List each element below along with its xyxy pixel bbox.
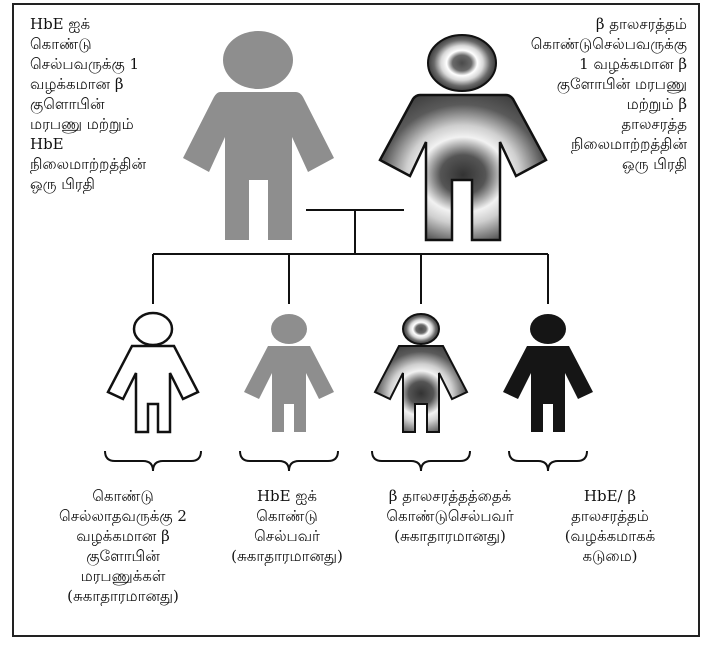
label-line: (வழக்கமாகக் — [564, 527, 656, 545]
label-line: (சுகாதாரமானது) — [231, 547, 343, 565]
parent-hbe-label: HbE ஐக் கொண்டு செல்பவருக்கு 1 வழக்கமான β… — [30, 14, 146, 194]
label-line: (சுகாதாரமானது) — [394, 527, 506, 545]
label-line: β தாலசரத்தத்தைக் — [388, 487, 512, 505]
pedigree-lines — [152, 209, 549, 304]
child-unaffected-head — [132, 311, 174, 347]
label-line: β தாலசரத்தம் — [595, 15, 687, 33]
label-line: கொண்டு — [256, 507, 318, 525]
label-line: குளோபின் மரபணு — [556, 75, 687, 93]
label-line: வழக்கமான β — [30, 75, 124, 93]
label-line: செல்பவர் — [254, 527, 320, 545]
brace-3 — [371, 450, 471, 472]
label-line: தாலசரத்தம் — [571, 507, 649, 525]
child-thal-body — [373, 345, 469, 433]
parent-hbe-body — [183, 92, 334, 240]
label-line: மரபணு மற்றும் — [30, 115, 134, 133]
brace-4 — [508, 450, 588, 472]
diagram-frame — [12, 3, 700, 637]
label-line: மற்றும் β — [626, 95, 687, 113]
label-line: வழக்கமான β — [76, 527, 170, 545]
parent-thal-label: β தாலசரத்தம் கொண்டுசெல்பவருக்கு 1 வழக்கம… — [531, 14, 687, 174]
label-line: கடுமை) — [582, 547, 638, 565]
child-affected-head — [530, 314, 566, 344]
label-line: HbE ஐக் — [256, 487, 318, 505]
label-line: மரபணுக்கள் — [80, 567, 166, 585]
label-line: செல்பவருக்கு 1 — [30, 55, 139, 73]
child-braces — [104, 450, 588, 472]
label-line: கொண்டுசெல்பவருக்கு — [530, 35, 687, 53]
parent-hbe-carrier-figure — [183, 31, 334, 240]
label-line: கொண்டு — [92, 487, 154, 505]
child-hbe-carrier-figure — [244, 314, 334, 432]
child-thal-head — [402, 313, 440, 345]
child-hbe-carrier-label: HbE ஐக் கொண்டு செல்பவர் (சுகாதாரமானது) — [212, 486, 362, 566]
label-line: HbE — [30, 135, 64, 153]
brace-1 — [104, 450, 202, 472]
brace-2 — [239, 450, 339, 472]
child-unaffected-body — [106, 344, 200, 434]
label-line: குளோபின் — [86, 547, 160, 565]
child-unaffected-figure — [106, 311, 200, 434]
child-thal-carrier-label: β தாலசரத்தத்தைக் கொண்டுசெல்பவர் (சுகாதார… — [350, 486, 550, 546]
label-line: HbE/ β — [583, 487, 637, 505]
label-line: ஒரு பிரதி — [30, 175, 95, 193]
label-line: நிலைமாற்றத்தின் — [30, 155, 147, 173]
child-affected-body — [503, 346, 593, 432]
label-line: HbE ஐக் — [30, 15, 91, 33]
label-line: நிலைமாற்றத்தின் — [570, 135, 687, 153]
label-line: தாலசரத்த — [621, 115, 687, 133]
parent-thal-head — [427, 34, 497, 92]
label-line: செல்லாதவருக்கு 2 — [59, 507, 187, 525]
label-line: கொண்டுசெல்பவர் — [386, 507, 514, 525]
child-hbe-head — [271, 314, 307, 344]
label-line: (சுகாதாரமானது) — [67, 587, 179, 605]
label-line: ஒரு பிரதி — [622, 155, 687, 173]
label-line: கொண்டு — [30, 35, 92, 53]
child-affected-figure — [503, 314, 593, 432]
label-line: குளொபின் — [30, 95, 105, 113]
parent-thal-body — [378, 93, 548, 242]
child-hbe-body — [244, 346, 334, 432]
child-thal-carrier-figure — [373, 313, 469, 433]
child-unaffected-label: கொண்டு செல்லாதவருக்கு 2 வழக்கமான β குளோப… — [28, 486, 218, 606]
parent-hbe-head — [223, 31, 293, 89]
label-line: 1 வழக்கமான β — [579, 55, 687, 73]
child-affected-label: HbE/ β தாலசரத்தம் (வழக்கமாகக் கடுமை) — [535, 486, 685, 566]
parent-thal-carrier-figure — [378, 34, 548, 242]
